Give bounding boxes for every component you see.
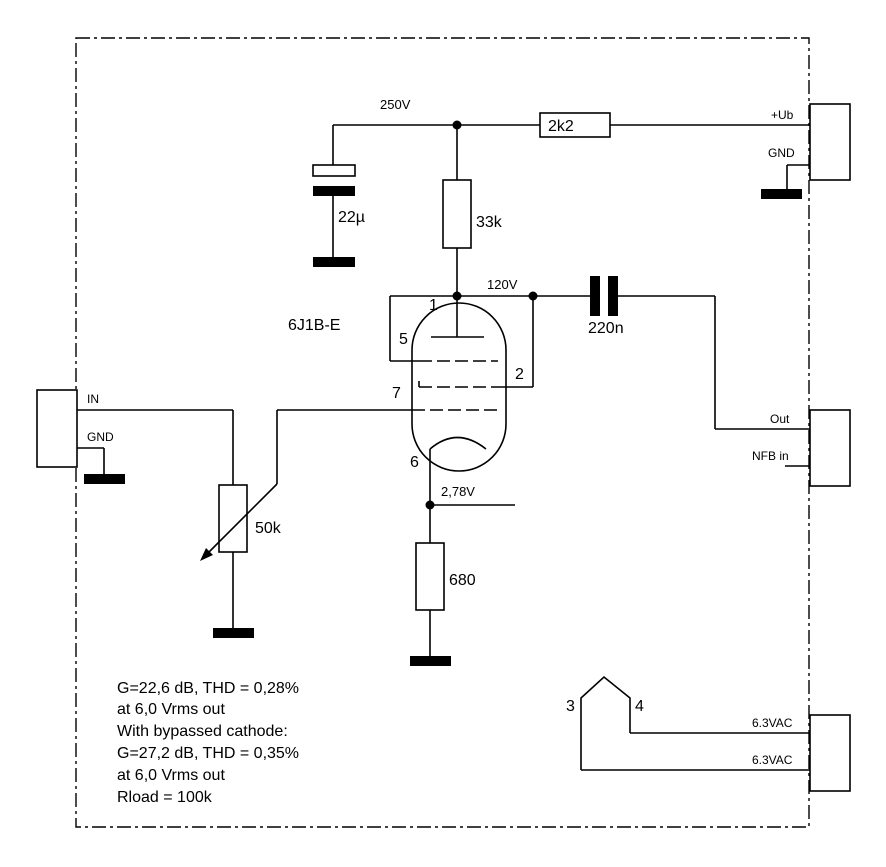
note-line: With bypassed cathode:	[117, 723, 288, 740]
note-line: G=22,6 dB, THD = 0,28%	[117, 680, 299, 697]
label-pin-7: 7	[392, 385, 401, 402]
note-line: at 6,0 Vrms out	[117, 701, 225, 718]
note-line: Rload = 100k	[117, 789, 213, 806]
capacitor-220n	[590, 276, 810, 430]
label-ub: +Ub	[771, 108, 794, 122]
label-heater-pin-3: 3	[566, 698, 575, 715]
cathode-path	[410, 460, 515, 666]
ground-symbol-cathode	[410, 656, 451, 666]
label-50k: 50k	[255, 520, 282, 537]
label-gnd-input: GND	[87, 430, 114, 444]
capacitor-22u	[312, 164, 356, 267]
resistor-680	[415, 542, 445, 611]
label-pin-1: 1	[429, 297, 438, 314]
label-278v: 2,78V	[441, 484, 475, 499]
label-250v: 250V	[380, 97, 411, 112]
label-tube-type: 6J1B-E	[288, 317, 340, 334]
label-680: 680	[449, 572, 476, 589]
potentiometer-50k	[200, 409, 412, 638]
label-gnd-supply: GND	[768, 146, 795, 160]
label-120v: 120V	[487, 277, 518, 292]
label-heater-pin-4: 4	[635, 698, 644, 715]
label-6-3vac-1: 6.3VAC	[752, 716, 793, 730]
label-6-3vac-2: 6.3VAC	[752, 753, 793, 767]
plate-node	[389, 291, 590, 388]
measurement-notes: G=22,6 dB, THD = 0,28% at 6,0 Vrms out W…	[117, 680, 299, 806]
label-33k: 33k	[476, 214, 503, 231]
note-line: G=27,2 dB, THD = 0,35%	[117, 745, 299, 762]
label-pin-6: 6	[410, 454, 419, 471]
output-connector	[809, 409, 851, 487]
label-220n: 220n	[588, 320, 624, 337]
ground-symbol-input	[84, 474, 125, 484]
resistor-2k2	[539, 112, 611, 138]
supply-rail	[332, 120, 810, 165]
tube-6j1b-e	[411, 302, 507, 472]
label-pin-2: 2	[515, 366, 524, 383]
label-22u: 22µ	[338, 209, 365, 226]
heater-circuit	[580, 675, 851, 792]
supply-connector	[809, 103, 851, 181]
label-2k2: 2k2	[548, 118, 574, 135]
ground-symbol-pot	[213, 628, 254, 638]
ground-symbol-cap	[313, 257, 355, 267]
heater-connector	[809, 714, 851, 792]
input-connector	[36, 389, 78, 468]
resistor-33k	[442, 179, 472, 249]
label-out: Out	[770, 412, 790, 426]
note-line: at 6,0 Vrms out	[117, 767, 225, 784]
ground-symbol-supply	[761, 189, 802, 199]
board-outline	[75, 37, 810, 828]
label-in: IN	[87, 392, 99, 406]
label-nfb-in: NFB in	[752, 449, 789, 463]
label-pin-5: 5	[399, 331, 408, 348]
